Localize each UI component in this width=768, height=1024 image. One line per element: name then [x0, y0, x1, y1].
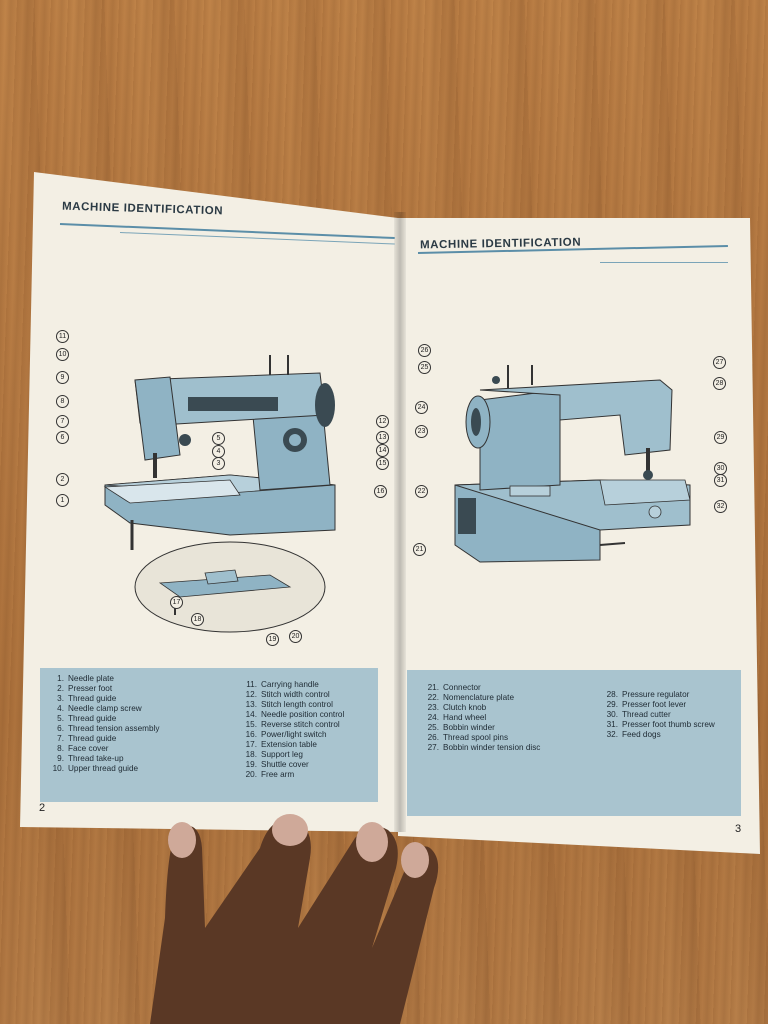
- left-parts-legend: [40, 668, 378, 802]
- hand-holding-booklet: [150, 814, 439, 1024]
- callout-26: 26: [418, 344, 431, 357]
- part-item: 8.Face cover: [57, 744, 109, 753]
- callout-14: 14: [376, 444, 389, 457]
- callout-2: 2: [56, 473, 69, 486]
- callout-27: 27: [713, 356, 726, 369]
- part-item: 28.Pressure regulator: [606, 690, 690, 699]
- callout-10: 10: [56, 348, 69, 361]
- part-item: 13.Stitch length control: [245, 700, 333, 709]
- callout-21: 21: [413, 543, 426, 556]
- callout-16: 16: [374, 485, 387, 498]
- right-heading-rule-thin: [600, 262, 728, 263]
- part-item: 7.Thread guide: [57, 734, 117, 743]
- callout-29: 29: [714, 431, 727, 444]
- callout-31: 31: [714, 474, 727, 487]
- callout-8: 8: [56, 395, 69, 408]
- callout-18: 18: [191, 613, 204, 626]
- part-item: 3.Thread guide: [57, 694, 117, 703]
- callout-15: 15: [376, 457, 389, 470]
- part-item: 26.Thread spool pins: [427, 733, 509, 742]
- callout-6: 6: [56, 431, 69, 444]
- part-item: 21.Connector: [427, 683, 481, 692]
- part-item: 32.Feed dogs: [606, 730, 661, 739]
- part-item: 22.Nomenclature plate: [427, 693, 514, 702]
- right-page-number: 3: [735, 823, 742, 835]
- part-item: 17.Extension table: [245, 740, 317, 749]
- callout-7: 7: [56, 415, 69, 428]
- part-item: 23.Clutch knob: [427, 703, 487, 712]
- part-item: 11.Carrying handle: [246, 680, 319, 689]
- callout-5: 5: [212, 432, 225, 445]
- part-item: 12.Stitch width control: [245, 690, 330, 699]
- callout-9: 9: [56, 371, 69, 384]
- callout-12: 12: [376, 415, 389, 428]
- part-item: 19.Shuttle cover: [245, 760, 309, 769]
- callout-24: 24: [415, 401, 428, 414]
- part-item: 1.Needle plate: [57, 674, 114, 683]
- part-item: 10.Upper thread guide: [52, 764, 139, 773]
- part-item: 4.Needle clamp screw: [57, 704, 142, 713]
- callout-13: 13: [376, 431, 389, 444]
- part-item: 6.Thread tension assembly: [57, 724, 160, 733]
- callout-22: 22: [415, 485, 428, 498]
- part-item: 16.Power/light switch: [245, 730, 327, 739]
- part-item: 5.Thread guide: [57, 714, 117, 723]
- part-item: 25.Bobbin winder: [427, 723, 495, 732]
- page-fold-shadow: [394, 212, 406, 832]
- callout-1: 1: [56, 494, 69, 507]
- part-item: 24.Hand wheel: [427, 713, 487, 722]
- left-page-number: 2: [39, 802, 46, 814]
- left-sewing-machine-illustration: [103, 355, 336, 633]
- part-item: 20.Free arm: [245, 770, 295, 779]
- callout-25: 25: [418, 361, 431, 374]
- part-item: 27.Bobbin winder tension disc: [427, 743, 541, 752]
- callout-23: 23: [415, 425, 428, 438]
- callout-28: 28: [713, 377, 726, 390]
- part-item: 31.Presser foot thumb screw: [606, 720, 715, 729]
- right-sewing-machine-illustration: [454, 365, 691, 563]
- part-item: 9.Thread take-up: [57, 754, 124, 763]
- part-item: 14.Needle position control: [245, 710, 345, 719]
- callout-32: 32: [714, 500, 727, 513]
- callout-3: 3: [212, 457, 225, 470]
- part-item: 30.Thread cutter: [606, 710, 671, 719]
- callout-19: 19: [266, 633, 279, 646]
- callout-20: 20: [289, 630, 302, 643]
- callout-17: 17: [170, 596, 183, 609]
- callout-11: 11: [56, 330, 69, 343]
- part-item: 18.Support leg: [245, 750, 303, 759]
- part-item: 2.Presser foot: [57, 684, 113, 693]
- part-item: 15.Reverse stitch control: [245, 720, 340, 729]
- part-item: 29.Presser foot lever: [606, 700, 687, 709]
- right-parts-legend: [407, 670, 741, 816]
